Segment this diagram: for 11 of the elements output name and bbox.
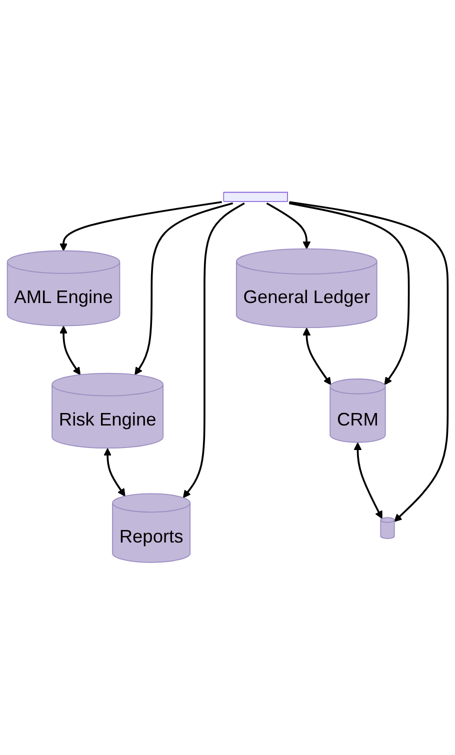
arrow (134, 202, 234, 376)
node-cylinder (380, 517, 395, 540)
arrow (182, 202, 245, 498)
arrow (288, 202, 410, 386)
arrow (354, 442, 382, 520)
arrow (289, 201, 449, 522)
arrow (60, 201, 222, 252)
arrow (104, 448, 126, 497)
arrow (266, 202, 311, 250)
arrow (302, 328, 332, 386)
arrow (60, 326, 81, 376)
